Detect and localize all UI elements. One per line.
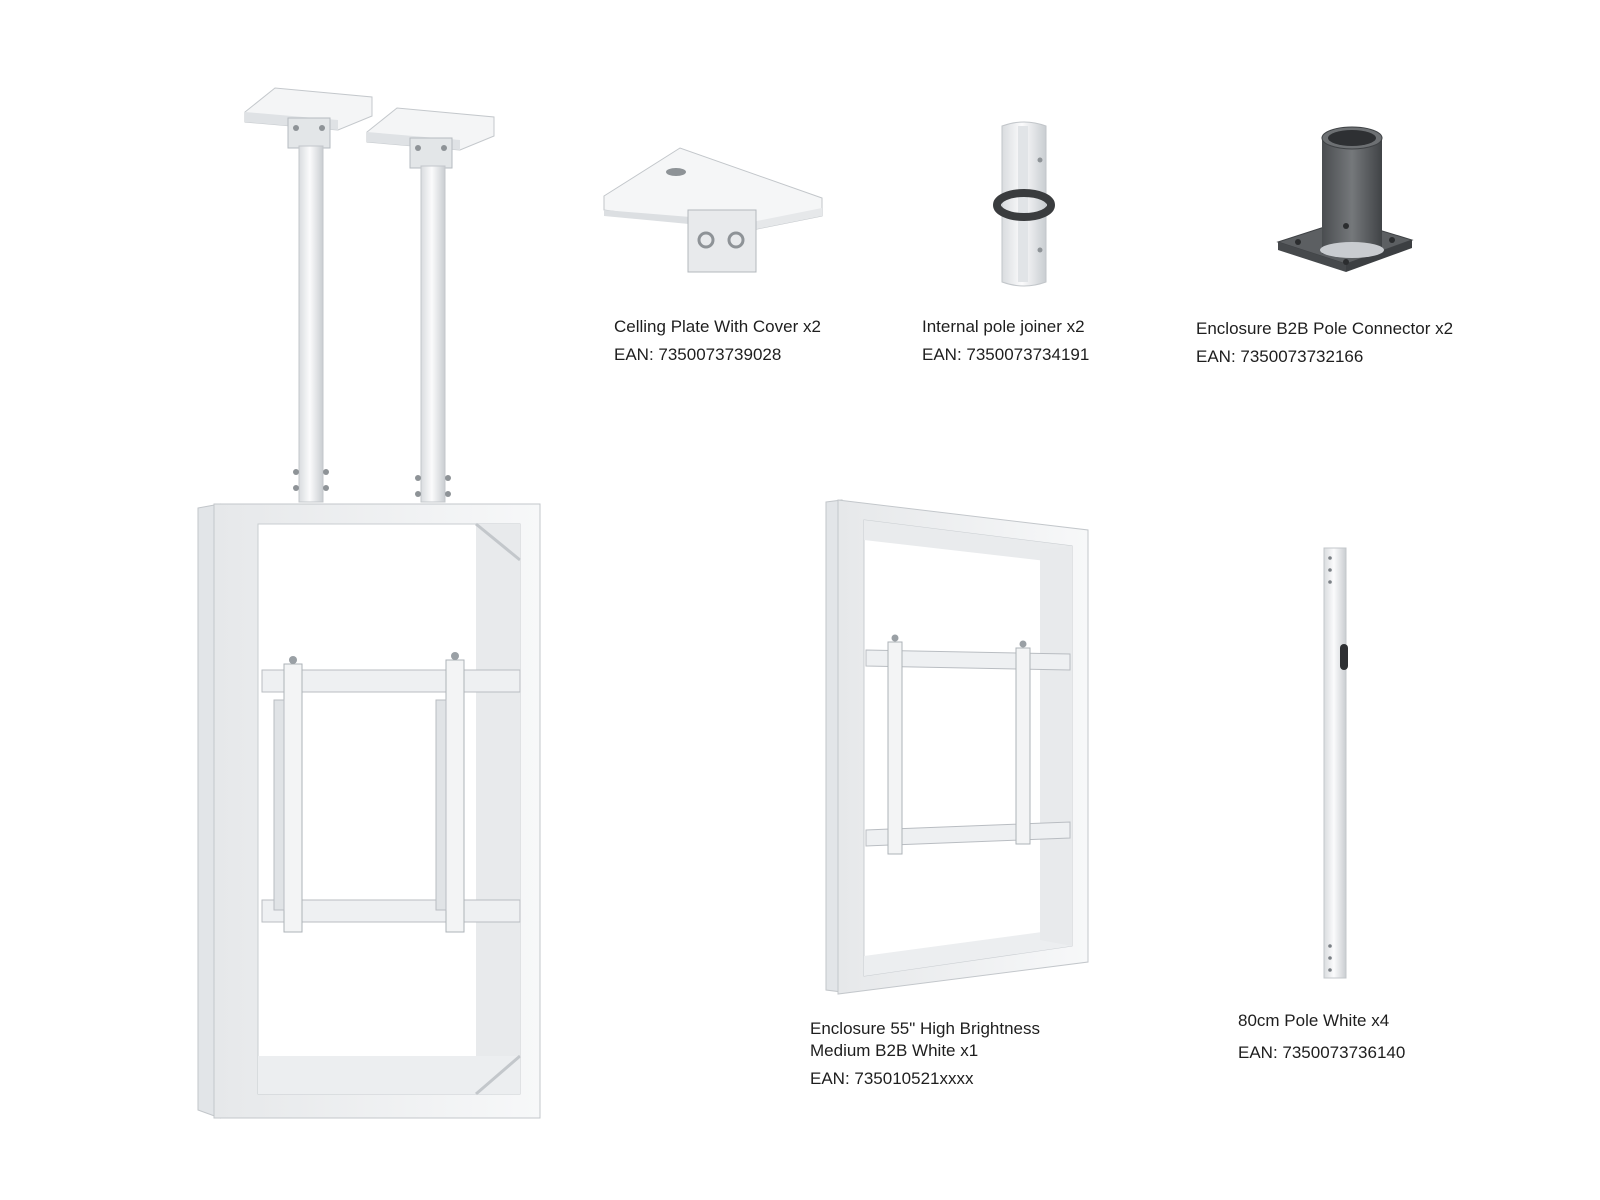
part-ean: EAN: 735010521xxxx — [810, 1069, 974, 1088]
part-label-pole-joiner: Internal pole joiner x2 EAN: 73500737341… — [922, 316, 1089, 366]
part-label-ceiling-plate: Celling Plate With Cover x2 EAN: 7350073… — [614, 316, 821, 366]
part-name: Internal pole joiner x2 — [922, 317, 1085, 336]
part-label-pole-80cm: 80cm Pole White x4 EAN: 7350073736140 — [1238, 1010, 1405, 1064]
part-name-line2: Medium B2B White x1 — [810, 1041, 979, 1060]
part-ean: EAN: 7350073739028 — [614, 345, 782, 364]
part-name: Enclosure B2B Pole Connector x2 — [1196, 319, 1454, 338]
ceiling-plate-illustration — [603, 147, 823, 273]
part-name: 80cm Pole White x4 — [1238, 1011, 1390, 1030]
enclosure-illustration — [825, 499, 1089, 995]
pole-left — [298, 145, 324, 503]
part-name-line1: Enclosure 55" High Brightness — [810, 1019, 1040, 1038]
ceiling-plate-left — [244, 87, 373, 149]
ceiling-plate-right — [366, 107, 495, 169]
part-name: Celling Plate With Cover x2 — [614, 317, 821, 336]
pole-80cm-illustration — [1323, 547, 1348, 979]
pole-joiner-illustration — [993, 121, 1055, 287]
part-label-pole-connector: Enclosure B2B Pole Connector x2 EAN: 735… — [1196, 318, 1453, 368]
part-ean: EAN: 7350073734191 — [922, 345, 1090, 364]
part-ean: EAN: 7350073736140 — [1238, 1043, 1406, 1062]
pole-connector-illustration — [1276, 126, 1414, 272]
assembled-enclosure-illustration — [197, 87, 541, 1119]
part-label-enclosure: Enclosure 55" High Brightness Medium B2B… — [810, 1018, 1040, 1090]
pole-right — [420, 165, 446, 503]
part-ean: EAN: 7350073732166 — [1196, 347, 1364, 366]
